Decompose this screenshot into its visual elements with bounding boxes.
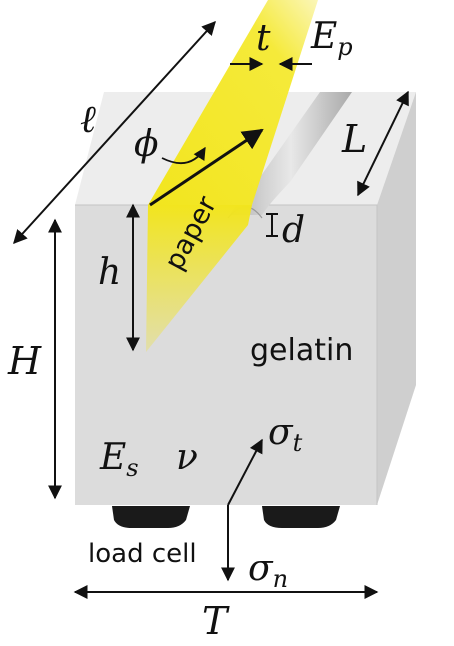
ell-arrow [13,20,216,245]
label-nu: ν [176,437,198,478]
label-gelatin: gelatin [250,333,353,368]
label-t: t [256,18,271,59]
label-h: h [98,252,121,293]
label-d: d [282,210,305,251]
label-Ep: Ep [310,16,353,61]
label-H: H [7,339,42,383]
L-arrow [357,90,409,197]
d-bracket [266,213,278,237]
sigma-t-arrow [227,438,263,506]
label-T: T [202,599,230,643]
label-Es: Es [99,437,139,482]
label-phi: ϕ [134,124,159,165]
phi-angle-arc [161,146,206,165]
label-ell: ℓ [80,97,96,141]
label-load-cell: load cell [88,539,197,569]
paper-direction-arrow [149,128,264,207]
label-sigma-t: σt [268,412,303,457]
load-cell-right [262,506,340,528]
label-L: L [341,117,367,161]
gelatin-slot [230,92,352,215]
load-cell-left [112,506,190,528]
label-sigma-n: σn [248,548,288,593]
